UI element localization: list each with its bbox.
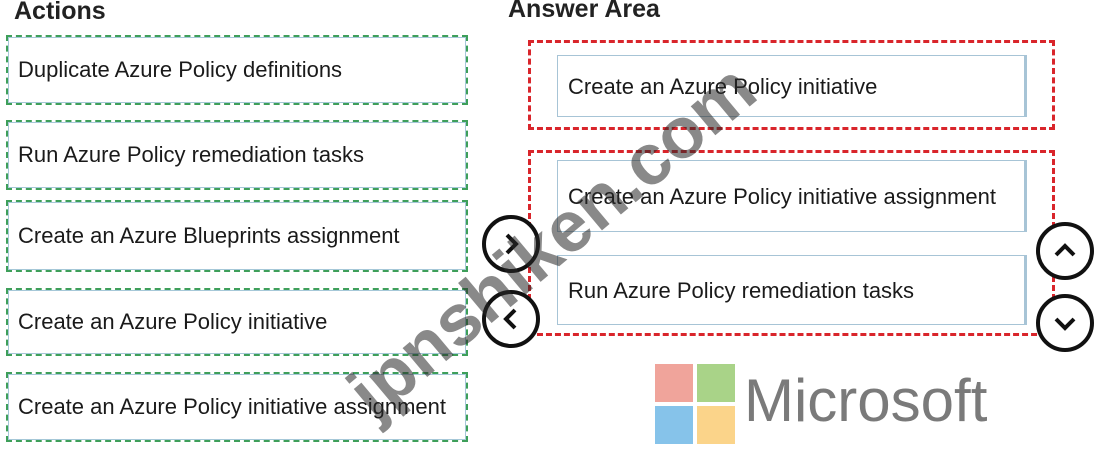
move-up-button[interactable] [1036, 222, 1094, 280]
answer-item-initiative-assignment[interactable]: Create an Azure Policy initiative assign… [557, 160, 1027, 232]
action-item-label: Create an Azure Blueprints assignment [18, 223, 400, 248]
chevron-right-icon [505, 233, 519, 255]
action-item-duplicate-definitions[interactable]: Duplicate Azure Policy definitions [6, 35, 468, 105]
chevron-left-icon [503, 308, 517, 330]
action-item-label: Create an Azure Policy initiative assign… [18, 394, 446, 419]
action-item-policy-initiative[interactable]: Create an Azure Policy initiative [6, 288, 468, 356]
chevron-down-icon [1054, 317, 1076, 331]
answer-item-run-remediation[interactable]: Run Azure Policy remediation tasks [557, 255, 1027, 325]
answer-slot-1 [528, 40, 1055, 130]
answer-item-policy-initiative[interactable]: Create an Azure Policy initiative [557, 55, 1027, 117]
action-item-initiative-assignment[interactable]: Create an Azure Policy initiative assign… [6, 372, 468, 442]
chevron-up-icon [1054, 243, 1076, 257]
answer-item-label: Create an Azure Policy initiative [568, 73, 878, 99]
answer-item-label: Run Azure Policy remediation tasks [568, 277, 915, 303]
action-item-label: Duplicate Azure Policy definitions [18, 57, 343, 82]
action-item-label: Create an Azure Policy initiative [18, 309, 328, 334]
actions-heading: Actions [14, 0, 106, 25]
move-left-button[interactable] [482, 290, 540, 348]
action-item-label: Run Azure Policy remediation tasks [18, 142, 365, 167]
action-item-blueprints-assignment[interactable]: Create an Azure Blueprints assignment [6, 200, 468, 272]
move-right-button[interactable] [482, 215, 540, 273]
move-down-button[interactable] [1036, 294, 1094, 352]
action-item-run-remediation[interactable]: Run Azure Policy remediation tasks [6, 120, 468, 190]
microsoft-wordmark: Microsoft [744, 367, 988, 434]
answer-area-heading: Answer Area [508, 0, 660, 23]
answer-item-label: Create an Azure Policy initiative assign… [568, 183, 996, 209]
microsoft-logo [655, 364, 735, 444]
